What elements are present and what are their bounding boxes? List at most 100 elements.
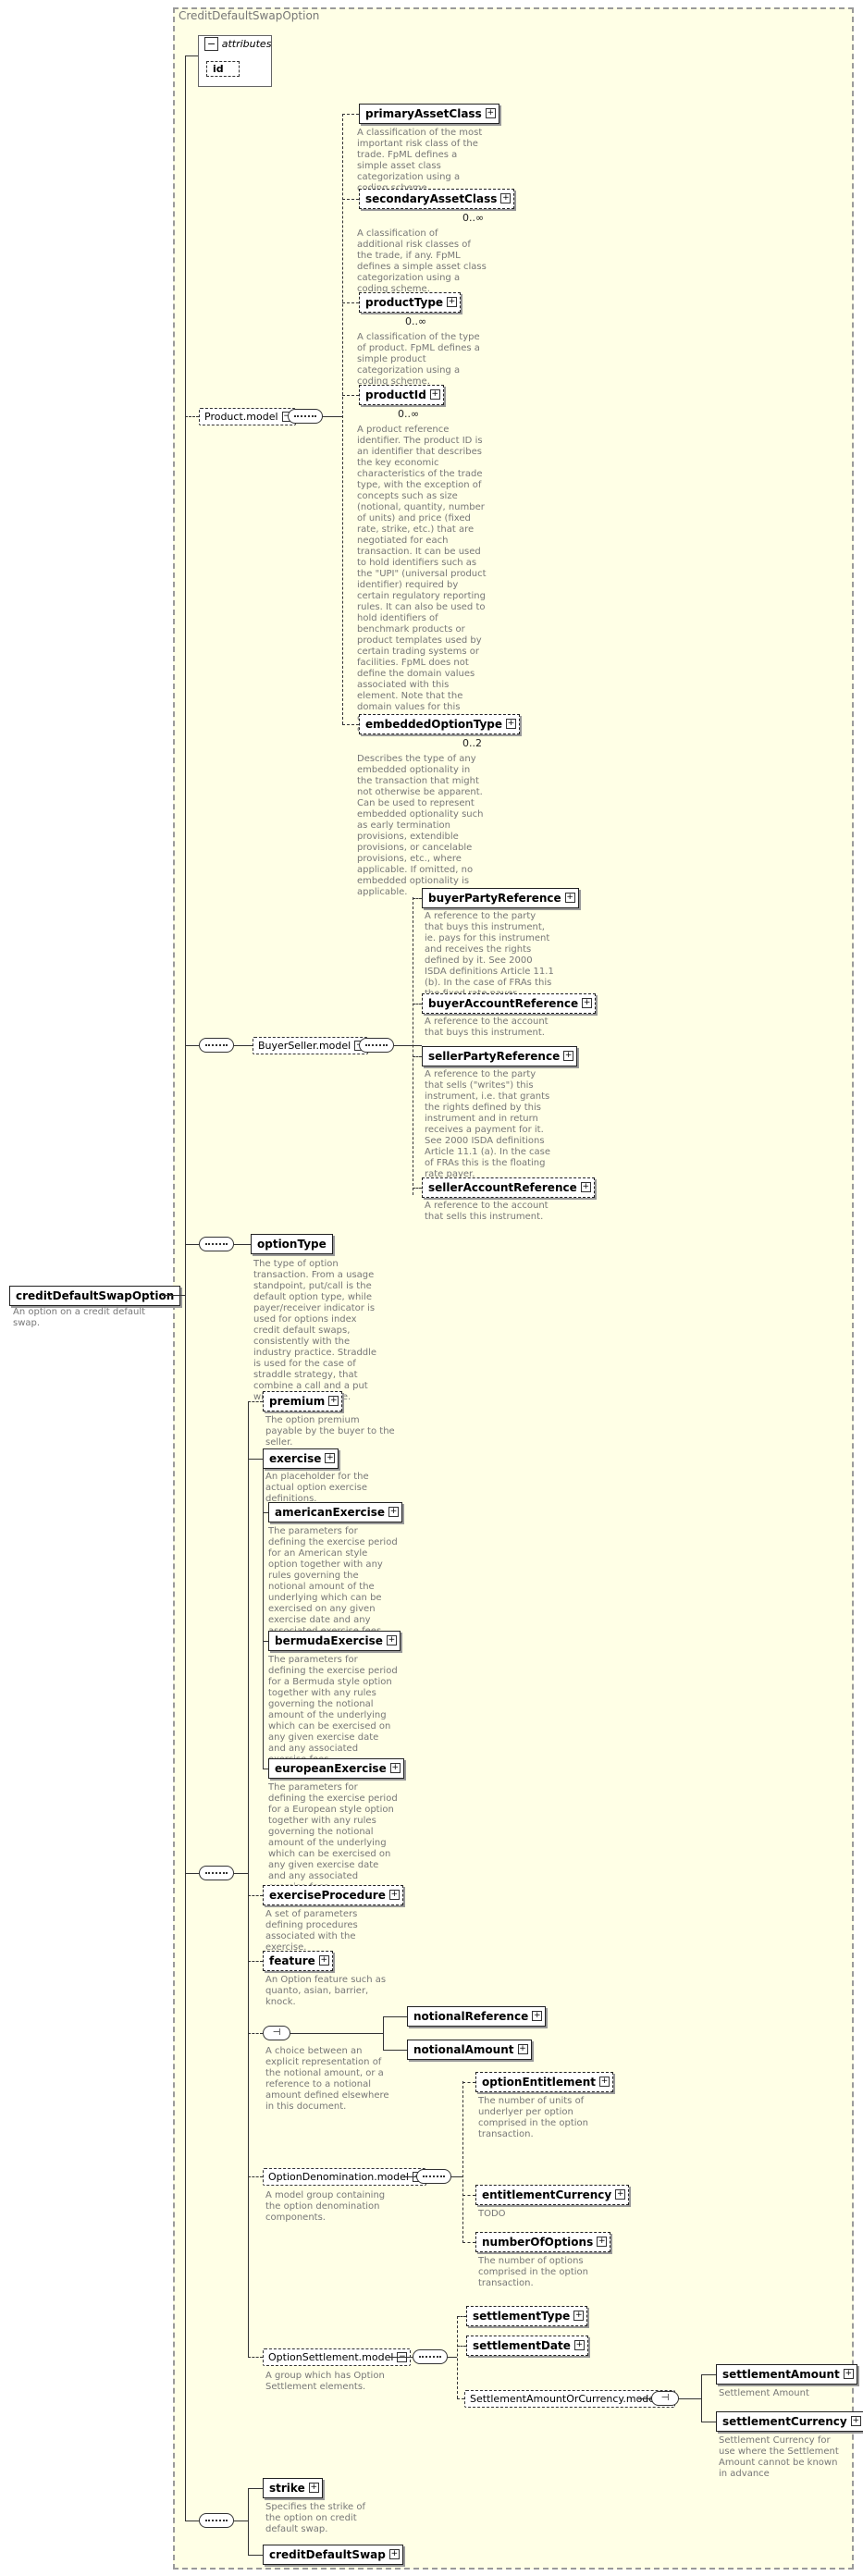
connector xyxy=(342,199,359,200)
connector xyxy=(701,2374,702,2422)
connector xyxy=(248,2488,249,2555)
element-desc: A reference to the party that sells ("wr… xyxy=(425,1069,551,1179)
element-desc: Describes the type of any embedded optio… xyxy=(357,754,484,897)
connector xyxy=(701,2374,716,2375)
sequence-compositor-icon xyxy=(199,1038,234,1053)
connector xyxy=(234,1244,251,1245)
credit-default-swap-element[interactable]: creditDefaultSwap+ xyxy=(263,2545,403,2565)
expand-icon: + xyxy=(598,2077,610,2087)
exercise-procedure-element[interactable]: exerciseProcedure+ xyxy=(263,1885,403,1905)
group-desc: A group which has Option Settlement elem… xyxy=(265,2371,385,2392)
element-desc: A product reference identifier. The prod… xyxy=(357,425,487,734)
substitution-group-line xyxy=(263,1469,264,1769)
settlement-currency-element[interactable]: settlementCurrency+ xyxy=(716,2411,863,2432)
expand-icon: + xyxy=(850,2416,861,2426)
secondary-asset-class-element[interactable]: secondaryAssetClass+ xyxy=(359,189,515,209)
expand-icon: + xyxy=(573,2311,585,2321)
expand-icon: + xyxy=(386,1635,397,1645)
connector xyxy=(263,1641,268,1642)
primary-asset-class-element[interactable]: primaryAssetClass+ xyxy=(359,104,499,124)
element-desc: The type of option transaction. From a u… xyxy=(253,1259,377,1402)
connector xyxy=(234,1873,248,1874)
bermuda-exercise-element[interactable]: bermudaExercise+ xyxy=(268,1631,401,1651)
choice-compositor-icon: ⊣ xyxy=(263,2026,290,2040)
buyer-party-reference-element[interactable]: buyerPartyReference+ xyxy=(422,888,579,908)
connector xyxy=(342,114,359,115)
expand-icon: + xyxy=(388,1507,400,1517)
option-denomination-model-group[interactable]: OptionDenomination.model− xyxy=(263,2168,426,2186)
exercise-element[interactable]: exercise+ xyxy=(263,1448,339,1469)
attribute-id[interactable]: id xyxy=(206,61,240,77)
option-entitlement-element[interactable]: optionEntitlement+ xyxy=(475,2072,613,2092)
expand-icon: + xyxy=(564,893,575,903)
connector xyxy=(290,2033,383,2034)
european-exercise-element[interactable]: europeanExercise+ xyxy=(268,1758,404,1779)
sequence-compositor-icon xyxy=(199,2513,234,2528)
element-desc: The parameters for defining the exercise… xyxy=(268,1782,398,1892)
element-desc: The option premium payable by the buyer … xyxy=(265,1415,395,1448)
product-type-element[interactable]: productType+ xyxy=(359,292,462,313)
product-model-label: Product.model xyxy=(204,411,278,423)
seller-party-reference-element[interactable]: sellerPartyReference+ xyxy=(422,1046,578,1066)
expand-icon: + xyxy=(500,193,512,203)
settlement-type-element[interactable]: settlementType+ xyxy=(466,2306,588,2326)
connector xyxy=(248,2033,263,2034)
connector xyxy=(234,1045,253,1046)
expand-icon: + xyxy=(429,389,440,400)
connector xyxy=(413,1004,422,1005)
sequence-compositor-icon xyxy=(413,2349,448,2364)
seller-account-reference-element[interactable]: sellerAccountReference+ xyxy=(422,1177,595,1198)
connector xyxy=(185,416,199,417)
settlement-amount-element[interactable]: settlementAmount+ xyxy=(716,2364,857,2385)
product-model-group[interactable]: Product.model− xyxy=(199,408,296,425)
connector xyxy=(462,2242,475,2243)
expand-icon: + xyxy=(573,2340,585,2350)
connector xyxy=(462,2082,475,2083)
element-desc: An Option feature such as quanto, asian,… xyxy=(265,1975,387,2007)
option-type-element[interactable]: optionType xyxy=(251,1234,333,1254)
connector xyxy=(185,55,198,56)
notional-reference-element[interactable]: notionalReference+ xyxy=(407,2006,547,2027)
complex-type-frame xyxy=(173,7,854,2570)
expand-icon: + xyxy=(308,2483,319,2493)
element-desc: An placeholder for the actual option exe… xyxy=(265,1472,369,1504)
entitlement-currency-element[interactable]: entitlementCurrency+ xyxy=(475,2185,630,2205)
connector xyxy=(383,2016,407,2017)
connector xyxy=(457,2316,458,2398)
embedded-option-type-element[interactable]: embeddedOptionType+ xyxy=(359,714,521,734)
connector xyxy=(248,1401,263,1402)
connector xyxy=(462,2081,463,2243)
sequence-compositor-icon xyxy=(199,1237,234,1251)
root-element-name: creditDefaultSwapOption xyxy=(16,1289,175,1302)
expand-icon: + xyxy=(597,2237,608,2247)
connector xyxy=(388,2357,413,2358)
cardinality: 0..∞ xyxy=(398,408,420,420)
premium-element[interactable]: premium+ xyxy=(263,1391,343,1411)
element-desc: A reference to the party that buys this … xyxy=(425,911,554,999)
root-element-box[interactable]: creditDefaultSwapOption xyxy=(9,1286,181,1306)
option-settlement-model-group[interactable]: OptionSettlement.model− xyxy=(263,2348,412,2366)
element-desc: A reference to the account that sells th… xyxy=(425,1201,549,1222)
feature-element[interactable]: feature+ xyxy=(263,1951,333,1971)
connector xyxy=(342,724,359,725)
expand-icon: + xyxy=(582,998,593,1008)
settlement-date-element[interactable]: settlementDate+ xyxy=(466,2336,588,2356)
attributes-label[interactable]: − attributes xyxy=(204,37,271,51)
connector xyxy=(451,2176,462,2177)
connector xyxy=(248,2488,263,2489)
buyer-account-reference-element[interactable]: buyerAccountReference+ xyxy=(422,993,597,1014)
expand-icon: + xyxy=(388,2549,400,2559)
product-id-element[interactable]: productId+ xyxy=(359,385,444,405)
strike-element[interactable]: strike+ xyxy=(263,2478,323,2498)
element-desc: A classification of the most important r… xyxy=(357,128,483,193)
connector xyxy=(342,302,359,303)
expand-icon: + xyxy=(389,1763,401,1773)
connector xyxy=(403,2176,416,2177)
american-exercise-element[interactable]: americanExercise+ xyxy=(268,1502,403,1522)
notional-amount-element[interactable]: notionalAmount+ xyxy=(407,2040,532,2060)
buyer-seller-model-group[interactable]: BuyerSeller.model− xyxy=(253,1037,369,1054)
number-of-options-element[interactable]: numberOfOptions+ xyxy=(475,2232,611,2252)
settlement-amount-or-currency-model-group[interactable]: SettlementAmountOrCurrency.model− xyxy=(464,2390,676,2408)
sequence-compositor-icon xyxy=(416,2169,451,2184)
element-desc: A classification of the type of product.… xyxy=(357,332,480,387)
